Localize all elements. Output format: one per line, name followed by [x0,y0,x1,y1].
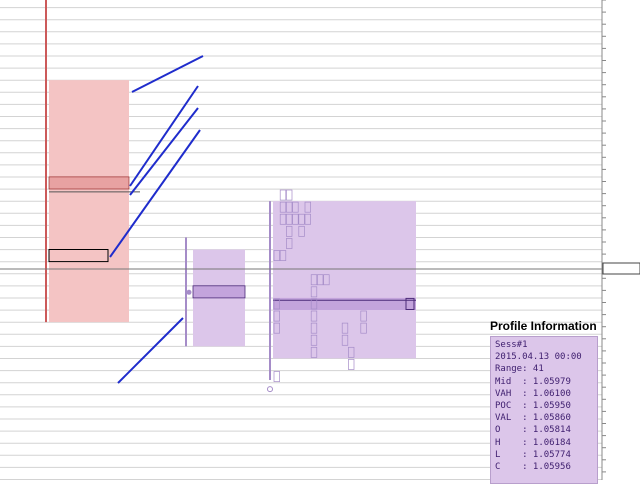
tpo-box [273,322,280,334]
tpo-box [323,274,330,286]
tpo-box [292,213,299,225]
annotation-pointer [129,85,199,187]
tpo-box [279,189,287,201]
annotation-pointer [117,317,184,384]
info-low: L : 1.05774 [495,449,571,460]
current-price-badge [602,262,640,275]
tpo-box [286,201,293,213]
tpo-box [273,310,280,322]
tpo-box [310,322,318,334]
profile-2 [185,237,246,347]
info-high: H : 1.06184 [495,437,571,448]
close-marker [186,289,192,295]
tpo-box [298,225,305,237]
tpo-box [360,310,367,322]
tpo-box [304,201,311,213]
info-vah: VAH : 1.06100 [495,388,571,399]
profile-3-splitted [267,189,416,393]
annotation-pointer [109,129,201,258]
tpo-box [273,250,280,261]
annotation-pointer [129,107,199,196]
poc-box [48,176,130,190]
annotation-pointer [131,55,204,93]
info-close: C : 1.05956 [495,461,571,472]
profile-info-panel: Profile Information Sess#1 2015.04.13 00… [490,318,600,484]
tpo-box [273,371,280,382]
tpo-box [286,213,293,225]
tpo-box [273,298,280,310]
info-mid: Mid : 1.05979 [495,376,571,387]
annotations [109,55,204,384]
tpo-box [348,346,355,358]
info-date: 2015.04.13 00:00 [495,352,582,363]
tpo-box [310,334,318,346]
profile-info-title: Profile Information [490,319,597,333]
tpo-box [310,310,318,322]
current-price-box [602,262,640,275]
poc-highlight [273,297,416,310]
poc-box [192,285,246,299]
tpo-box [298,213,305,225]
tpo-box [286,238,293,249]
tpo-box [348,359,355,370]
poc-highlight [193,285,245,298]
tpo-box [360,322,367,334]
info-val: VAL : 1.05860 [495,413,571,424]
poc-highlight [49,176,129,189]
info-open: O : 1.05814 [495,425,571,436]
info-session: Sess#1 [495,340,528,350]
info-range: Range: 41 [495,364,544,375]
tpo-box [310,274,318,286]
open-marker [267,386,273,393]
tpo-box [279,250,287,261]
tpo-box [304,213,311,225]
info-poc: POC : 1.05950 [495,400,571,411]
tpo-box [279,201,287,213]
tpo-box [310,298,318,310]
tpo-box [279,213,287,225]
tpo-box [310,346,318,358]
tpo-box [341,334,349,346]
profile-info-box: Sess#1 2015.04.13 00:00 Range: 41 Mid : … [490,336,598,484]
tpo-box [317,274,324,286]
tpo-box [341,322,349,334]
tpo-box [292,201,299,213]
value-area-block [273,201,416,359]
profile-1 [45,0,140,323]
tpo-box [286,225,293,237]
tpo-box [286,189,293,201]
tpo-box [310,286,318,298]
close-box [48,249,109,263]
close-box [405,297,415,310]
value-area-block [49,80,129,323]
